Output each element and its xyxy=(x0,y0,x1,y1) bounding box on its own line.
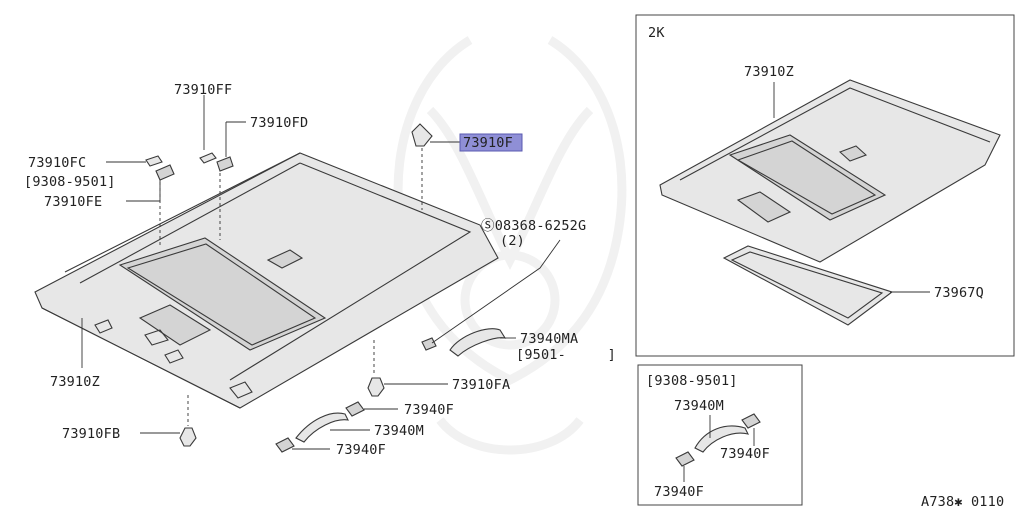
cover-73940f-inset-right[interactable] xyxy=(741,413,761,446)
highlight-73910f xyxy=(459,133,523,152)
clip-73910fb[interactable] xyxy=(140,395,197,447)
label-2k-73910z: 73910Z xyxy=(744,64,794,80)
label-inset-73940m: 73940M xyxy=(674,398,724,414)
label-73910fd: 73910FD xyxy=(250,115,308,131)
label-73910fc-date: [9308-9501] xyxy=(24,174,116,190)
label-73910fe: 73910FE xyxy=(44,194,102,210)
label-73910ff: 73910FF xyxy=(174,82,232,98)
clip-73910fc[interactable] xyxy=(106,155,163,167)
figure-code: A738✱ 0110 xyxy=(921,494,1004,510)
label-73910fa: 73910FA xyxy=(452,377,510,393)
clip-73910ff[interactable] xyxy=(199,95,217,164)
inset-date-frame xyxy=(637,364,803,506)
inset-2k-title: 2K xyxy=(648,25,665,41)
label-08368-6252g: Ⓢ08368-6252G xyxy=(481,218,586,234)
inset-2k-frame xyxy=(635,14,1015,357)
inset-date-title: [9308-9501] xyxy=(646,373,738,389)
grip-73940ma[interactable] xyxy=(449,328,516,357)
clip-73910fd[interactable] xyxy=(216,121,246,172)
sunroof-trim-73967q[interactable] xyxy=(722,245,930,326)
label-screw-qty: (2) xyxy=(500,233,525,249)
label-73940f-lower: 73940F xyxy=(336,442,386,458)
label-73940ma: 73940MA xyxy=(520,331,578,347)
cover-73940f-upper[interactable] xyxy=(345,401,398,417)
label-73910f[interactable]: 73910F xyxy=(463,135,513,151)
clip-73910fe[interactable] xyxy=(126,164,175,245)
label-73940m: 73940M xyxy=(374,423,424,439)
label-73910fc: 73910FC xyxy=(28,155,86,171)
label-73910z: 73910Z xyxy=(50,374,100,390)
cover-73940f-lower[interactable] xyxy=(275,437,330,453)
headlining-2k[interactable] xyxy=(659,79,1001,263)
label-inset-73940f-right: 73940F xyxy=(720,446,770,462)
label-73940ma-date: [9501- ] xyxy=(516,347,616,363)
watermark-emblem xyxy=(393,36,627,455)
grip-73940m-inset[interactable] xyxy=(694,415,750,453)
headlining-main[interactable] xyxy=(34,152,499,409)
label-73967q: 73967Q xyxy=(934,285,984,301)
label-73910fb: 73910FB xyxy=(62,426,120,442)
clip-73910fa[interactable] xyxy=(367,340,448,397)
screw-08368-6252g[interactable] xyxy=(421,239,561,351)
clip-73910f[interactable] xyxy=(411,123,460,210)
label-73940f-upper: 73940F xyxy=(404,402,454,418)
label-inset-73940f-left: 73940F xyxy=(654,484,704,500)
cover-73940f-inset-left[interactable] xyxy=(675,451,695,482)
grip-73940m[interactable] xyxy=(295,412,370,443)
